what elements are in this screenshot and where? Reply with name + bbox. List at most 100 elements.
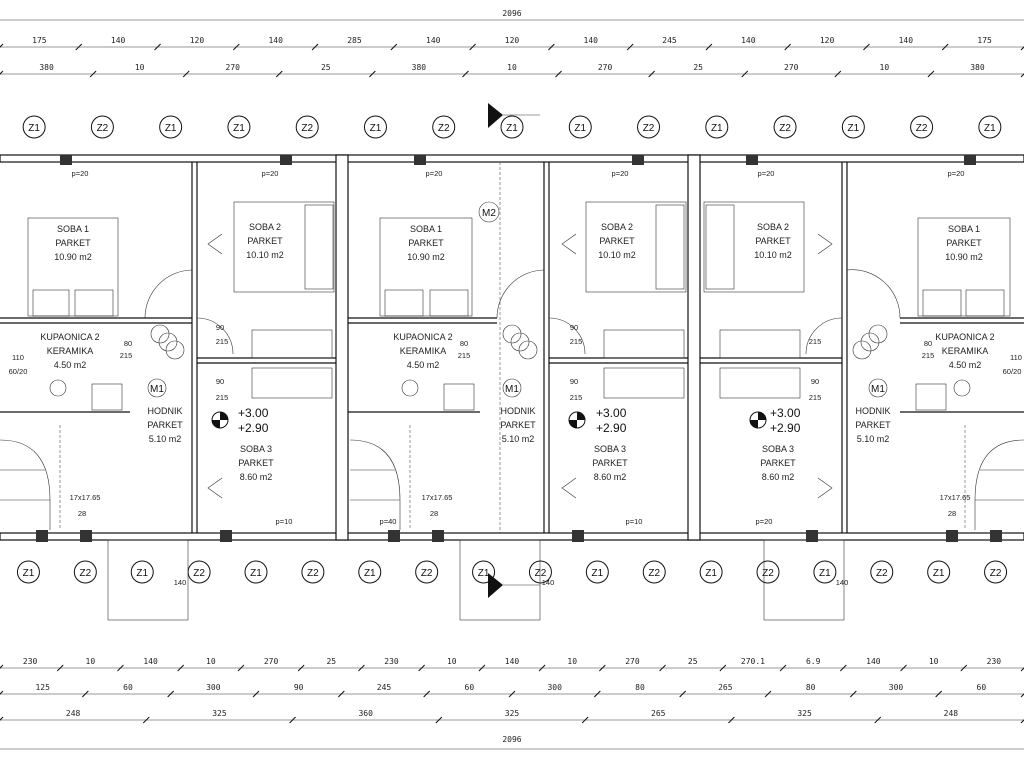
axis-label: Z1 <box>165 123 177 134</box>
dim-tick <box>784 43 792 51</box>
dim-tick <box>900 664 907 672</box>
dim-label: 380 <box>970 63 985 72</box>
dim-tick <box>705 43 713 51</box>
room-name: SOBA 2 <box>757 222 789 232</box>
room-area: 10.10 m2 <box>754 250 792 260</box>
axis-label: Z1 <box>233 123 245 134</box>
dim-label: 140 <box>111 36 126 45</box>
axis-circle <box>637 115 661 139</box>
axis-circle <box>73 560 97 584</box>
axis-circle <box>363 115 387 139</box>
room-area: 10.10 m2 <box>246 250 284 260</box>
dim-label: 270 <box>226 63 241 72</box>
dim-label: 10 <box>206 657 216 666</box>
axis-label: Z2 <box>876 568 888 579</box>
dim-tick <box>177 664 185 672</box>
dim-label: 10 <box>135 63 145 72</box>
axis-label: Z2 <box>648 568 660 579</box>
axis-label: Z2 <box>762 568 774 579</box>
axis-label: Z1 <box>28 123 40 134</box>
axis-label: Z2 <box>438 123 450 134</box>
dim-label: 325 <box>797 709 812 718</box>
axis-label: Z1 <box>984 123 996 134</box>
axis-circle <box>295 115 319 139</box>
dim-label: 300 <box>547 683 562 692</box>
dim-label: 60 <box>123 683 133 692</box>
dim-label: 140 <box>741 36 756 45</box>
room-area: 4.50 m2 <box>949 360 982 370</box>
dim-tick <box>237 664 245 672</box>
d80-a: 80 <box>124 339 132 348</box>
marker-m2: M2 <box>482 208 496 219</box>
axis-label: Z1 <box>574 123 586 134</box>
dim-label: 270.1 <box>741 657 765 666</box>
d215-e: 215 <box>570 337 583 346</box>
dim-tick <box>839 664 847 672</box>
dim-tick <box>358 664 365 672</box>
marker-m1-c: M1 <box>871 384 885 395</box>
room-floor: PARKET <box>592 458 628 468</box>
top-total-dim: 2096 <box>502 9 521 18</box>
side-dim-c: 140 <box>836 578 849 587</box>
d215-f: 215 <box>809 337 822 346</box>
dim-label: 245 <box>662 36 677 45</box>
dim-label: 25 <box>326 657 336 666</box>
axis-circle <box>358 560 382 584</box>
axis-circle <box>244 560 268 584</box>
dim-label: 380 <box>39 63 54 72</box>
d215-a: 215 <box>120 351 133 360</box>
axis-label: Z1 <box>705 568 717 579</box>
dim-tick <box>927 70 935 78</box>
dim-tick <box>275 70 283 78</box>
dim-tick <box>369 70 376 78</box>
axis-circle <box>984 560 1008 584</box>
dim-label: 10 <box>447 657 457 666</box>
dim-tick <box>626 43 634 51</box>
dim-tick <box>593 690 601 698</box>
axis-label: Z2 <box>307 568 319 579</box>
dim-tick <box>56 664 64 672</box>
d90-d: 90 <box>570 377 578 386</box>
room-area: 5.10 m2 <box>502 434 535 444</box>
dim-tick <box>418 664 426 672</box>
dim-tick <box>0 690 4 695</box>
axis-label: Z2 <box>79 568 91 579</box>
dim-tick <box>1020 719 1024 724</box>
dim-tick <box>423 690 431 698</box>
dim-label: 140 <box>866 657 881 666</box>
dim-label: 285 <box>347 36 362 45</box>
p20-b: p=20 <box>262 169 279 178</box>
dim-tick <box>142 716 150 724</box>
dim-tick <box>289 716 296 724</box>
dim-label: 10 <box>567 657 577 666</box>
dim-tick <box>167 690 175 698</box>
room-floor: PARKET <box>247 236 283 246</box>
dim-tick <box>469 43 476 51</box>
room-area: 4.50 m2 <box>407 360 440 370</box>
axis-label: Z2 <box>193 568 205 579</box>
axis-label: Z2 <box>301 123 313 134</box>
elev-upper-3: +3.00 <box>770 406 801 420</box>
dim-tick <box>648 70 655 78</box>
axis-label: Z2 <box>97 123 109 134</box>
room-floor: KERAMIKA <box>942 346 989 356</box>
axis-circle <box>500 115 524 139</box>
side-dim-a: 140 <box>174 578 187 587</box>
stairs-labels: 17x17.65 28 17x17.65 28 17x17.65 28 <box>70 493 971 518</box>
dim-tick <box>75 43 83 51</box>
stairs-count-1: 28 <box>78 509 86 518</box>
p20-e: p=20 <box>758 169 775 178</box>
room-name: KUPAONICA 2 <box>40 332 99 342</box>
marker-m1-a: M1 <box>150 384 164 395</box>
dim-tick <box>435 716 443 724</box>
dim-label: 60 <box>465 683 475 692</box>
dim-tick <box>508 690 516 698</box>
dim-tick <box>0 716 4 721</box>
dim-label: 140 <box>143 657 158 666</box>
dim-tick <box>1020 693 1024 698</box>
axis-circle <box>159 115 183 139</box>
dim-label: 120 <box>820 36 835 45</box>
